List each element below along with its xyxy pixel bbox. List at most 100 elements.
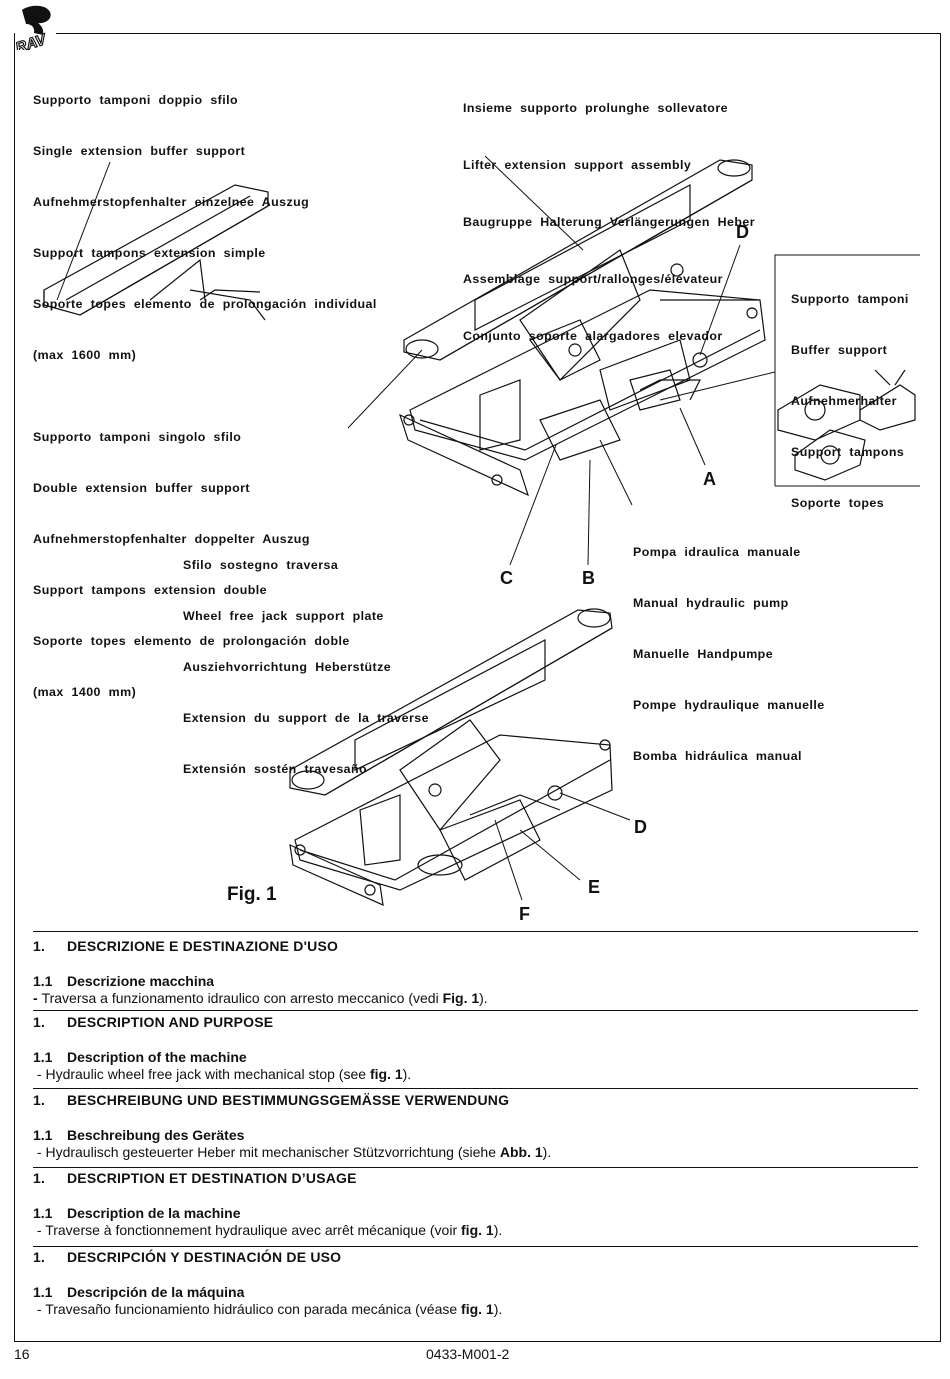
body-text: Traverse à fonctionnement hydraulique av… [45,1222,462,1238]
section-text: - Hydraulisch gesteuerter Heber mit mech… [33,1144,918,1161]
section-title: DESCRIPCIÓN Y DESTINACIÓN DE USO [67,1249,342,1265]
leader-lines [56,155,920,566]
section-title: BESCHREIBUNG UND BESTIMMUNGSGEMÄSSE VERW… [67,1092,510,1108]
callout-c: C [500,568,513,588]
label-line: Soporte topes elemento de prolongación i… [33,297,377,311]
lower-leader-lines [494,792,631,901]
subsection-number: 1.1 [33,973,53,989]
label-line: Assemblage support/rallonges/élévateur [463,272,723,286]
subsection-number: 1.1 [33,1049,53,1065]
lower-jack-drawing [289,608,613,906]
section-rule [33,1167,918,1168]
label-line: Extensión sostén travesaño [183,762,368,776]
body-text-end: ). [542,1144,552,1160]
label-line: Supporto tamponi doppio sfilo [33,93,239,107]
section-number: 1. [33,1092,46,1108]
label-line: Aufnehmerstopfenhalter einzelnee Auszug [33,195,310,209]
label-line: Sfilo sostegno traversa [183,558,339,572]
label-line: Supporto tamponi singolo sfilo [33,430,242,444]
body-text: Traversa a funzionamento idraulico con a… [41,990,443,1006]
double-extension-label: Supporto tamponi singolo sfilo Double ex… [33,395,350,718]
bullet: - [33,1222,46,1238]
support-plate-label: Sfilo sostegno traversa Wheel free jack … [183,523,429,795]
label-line: Manuelle Handpumpe [633,647,774,661]
subsection-title: Beschreibung des Gerätes [67,1127,245,1143]
body-text-end: ). [402,1066,412,1082]
body-text: Hydraulic wheel free jack with mechanica… [45,1066,370,1082]
subsection-title: Description of the machine [67,1049,247,1065]
label-line: Support tampons extension double [33,583,267,597]
callout-d-upper: D [736,222,749,242]
section-heading: 1. DESCRIPCIÓN Y DESTINACIÓN DE USO [33,1249,918,1266]
label-line: Support tampons [791,445,905,459]
section-title: DESCRIZIONE E DESTINAZIONE D'USO [67,938,339,954]
section-title: DESCRIPTION AND PURPOSE [67,1014,274,1030]
section-heading: 1. DESCRIZIONE E DESTINAZIONE D'USO [33,938,918,955]
label-line: Wheel free jack support plate [183,609,384,623]
lifter-extension-label: Insieme supporto prolunghe sollevatore L… [463,61,755,365]
section-rule [33,1010,918,1011]
body-text: Hydraulisch gesteuerter Heber mit mechan… [45,1144,500,1160]
hydraulic-pump-label: Pompa idraulica manuale Manual hydraulic… [633,510,825,782]
label-line: Pompe hydraulique manuelle [633,698,825,712]
section-number: 1. [33,1014,46,1030]
figure-reference: fig. 1 [369,1066,403,1082]
section-text: - Traversa a funzionamento idraulico con… [33,990,918,1007]
subsection-title: Description de la machine [67,1205,241,1221]
section-text: - Travesaño funcionamiento hidráulico co… [33,1301,918,1318]
subsection-heading: 1.1 Beschreibung des Gerätes [33,1127,918,1144]
page-number: 16 [14,1346,30,1362]
label-line: Manual hydraulic pump [633,596,789,610]
label-line: (max 1600 mm) [33,348,137,362]
label-line: Baugruppe Halterung Verlängerungen Heber [463,215,755,229]
jack-drawing [43,155,920,906]
label-line: Single extension buffer support [33,144,246,158]
section-heading: 1.DESCRIPTION ET DESTINATION D’USAGE [33,1170,918,1187]
callout-e: E [588,877,601,897]
callout-a: A [703,469,716,489]
label-line: Support tampons extension simple [33,246,266,260]
section-rule [33,931,918,932]
label-line: Double extension buffer support [33,481,250,495]
section-heading: 1. DESCRIPTION AND PURPOSE [33,1014,918,1031]
figure-reference: Abb. 1 [499,1144,543,1160]
callout-b: B [582,568,595,588]
body-text-end: ). [493,1222,503,1238]
header-rule [56,33,940,34]
section-text: - Traverse à fonctionnement hydraulique … [33,1222,918,1239]
single-extension-label: Supporto tamponi doppio sfilo Single ext… [33,58,377,381]
bullet: - [33,1301,46,1317]
figure-reference: fig. 1 [461,1222,494,1238]
bullet: - [33,1144,46,1160]
label-line: Ausziehvorrichtung Heberstütze [183,660,392,674]
section-fr: 1.DESCRIPTION ET DESTINATION D’USAGE 1.1… [33,1170,918,1239]
callout-f: F [519,904,530,924]
subsection-number: 1.1 [33,1127,53,1143]
section-number: 1. [33,1249,46,1265]
section-number: 1. [33,938,46,954]
body-text: Travesaño funcionamiento hidráulico con … [45,1301,462,1317]
section-number: 1. [33,1170,46,1186]
label-line: Soporte topes elemento de prolongación d… [33,634,350,648]
section-rule [33,1246,918,1247]
body-text-end: ). [493,1301,503,1317]
subsection-heading: 1.1 Description of the machine [33,1049,918,1066]
rav-logo: RAV [13,5,51,50]
main-jack-drawing [399,159,766,497]
figure-reference: fig. 1 [461,1301,494,1317]
label-line: Buffer support [791,343,888,357]
section-rule [33,1088,918,1089]
label-line: Bomba hidráulica manual [633,749,802,763]
label-line: Pompa idraulica manuale [633,545,801,559]
single-extension-drawing [43,184,269,321]
figure-caption: Fig. 1 [227,884,277,905]
subsection-number: 1.1 [33,1205,53,1221]
label-line: Insieme supporto prolunghe sollevatore [463,101,728,115]
label-line: (max 1400 mm) [33,685,137,699]
label-line: Extension du support de la traverse [183,711,429,725]
body-text-end: ). [479,990,488,1006]
page-frame [14,33,941,1342]
